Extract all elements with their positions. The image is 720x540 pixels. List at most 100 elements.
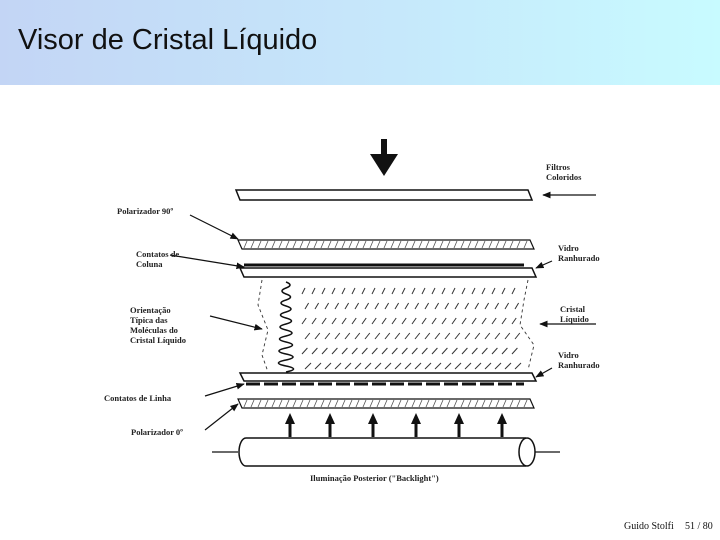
lc-molecule-dash xyxy=(514,302,520,310)
lc-molecule-dash xyxy=(451,317,457,325)
hatch-line xyxy=(467,240,472,249)
hatch-line xyxy=(509,240,514,249)
hatch-line xyxy=(292,240,297,249)
lc-molecule-dash xyxy=(301,347,308,355)
lc-molecule-dash xyxy=(491,347,498,355)
lc-molecule-dash xyxy=(464,362,472,370)
backlight-arrow-head xyxy=(325,413,335,424)
hatch-line xyxy=(362,399,367,408)
lc-molecule-dash xyxy=(361,287,366,295)
lc-molecule-dash xyxy=(341,347,348,355)
liquid-crystal-region xyxy=(257,279,535,373)
lc-molecule-dash xyxy=(404,332,411,340)
title-bar: Visor de Cristal Líquido xyxy=(0,0,720,85)
lc-molecule-dash xyxy=(504,302,510,310)
label-column-contacts: Contatos de Coluna xyxy=(136,249,180,269)
incident-light-arrow xyxy=(370,139,398,176)
lc-molecule-dash xyxy=(334,362,342,370)
lc-molecule-dash xyxy=(514,332,521,340)
backlight-arrow-head xyxy=(497,413,507,424)
backlight-arrows xyxy=(285,413,507,437)
lc-molecule-dash xyxy=(441,287,446,295)
hatch-line xyxy=(432,240,437,249)
lc-molecule-dash xyxy=(371,317,377,325)
lc-molecule-dash xyxy=(501,317,507,325)
label-polarizer-90: Polarizador 90º xyxy=(117,206,174,216)
lc-molecule-dash xyxy=(374,362,382,370)
lc-molecule-dash xyxy=(334,302,340,310)
hatch-line xyxy=(285,399,290,408)
lc-molecule-dash xyxy=(354,302,360,310)
lc-molecule-dash xyxy=(341,287,346,295)
lc-molecule-dash xyxy=(491,317,497,325)
hatch-line xyxy=(264,240,269,249)
hatch-line xyxy=(523,399,528,408)
backlight-arrow-shaft xyxy=(328,423,332,437)
lc-molecule-dash xyxy=(331,287,336,295)
hatch-line xyxy=(348,240,353,249)
lc-molecule-dash xyxy=(421,287,426,295)
hatch-line xyxy=(418,240,423,249)
lc-molecule-dash xyxy=(394,332,401,340)
lc-molecule-dash xyxy=(461,347,468,355)
lc-molecule-dash xyxy=(374,332,381,340)
grooved-glass-top xyxy=(238,263,538,278)
backlight-arrow-head xyxy=(454,413,464,424)
lc-molecule-dash xyxy=(411,347,418,355)
hatch-line xyxy=(299,399,304,408)
label-color-filters: Filtros Coloridos xyxy=(546,162,582,182)
hatch-line xyxy=(306,240,311,249)
hatch-line xyxy=(495,399,500,408)
lc-molecule-dash xyxy=(361,347,368,355)
hatch-line xyxy=(460,399,465,408)
hatch-line xyxy=(383,240,388,249)
lc-molecule-dash xyxy=(404,362,412,370)
lc-molecule-dash xyxy=(511,317,517,325)
hatch-line xyxy=(446,240,451,249)
hatch-line xyxy=(250,240,255,249)
lc-molecule-dash xyxy=(351,347,358,355)
footer-page-number: 51 / 80 xyxy=(685,521,713,532)
hatch-line xyxy=(327,399,332,408)
backlight-arrow-shaft xyxy=(500,423,504,437)
lc-molecule-dash xyxy=(481,287,486,295)
lc-molecule-dash xyxy=(494,332,501,340)
lc-molecule-dash xyxy=(314,302,320,310)
polarizer-90-layer xyxy=(237,239,535,250)
lc-molecule-dash xyxy=(431,287,436,295)
hatch-line xyxy=(348,399,353,408)
backlight-arrow-head xyxy=(411,413,421,424)
lc-molecule-dash xyxy=(504,362,512,370)
hatch-line xyxy=(362,240,367,249)
hatch-line xyxy=(390,399,395,408)
lc-molecule-dash xyxy=(301,287,306,295)
lc-molecule-dash xyxy=(304,302,310,310)
lc-molecule-dash xyxy=(431,317,437,325)
lc-molecule-dash xyxy=(381,287,386,295)
backlight-arrow-shaft xyxy=(457,423,461,437)
lc-molecule-dash xyxy=(374,302,380,310)
lc-molecule-dash xyxy=(414,332,421,340)
hatch-line xyxy=(257,399,262,408)
lc-molecule-dash xyxy=(424,302,430,310)
lc-molecule-dash xyxy=(474,362,482,370)
hatch-line xyxy=(523,240,528,249)
lc-molecule-dash xyxy=(351,287,356,295)
lc-molecule-dash xyxy=(444,302,450,310)
lc-molecule-dash xyxy=(494,302,500,310)
backlight-arrow-shaft xyxy=(414,423,418,437)
hatch-line xyxy=(397,240,402,249)
hatch-line xyxy=(467,399,472,408)
lc-molecule-dash xyxy=(391,287,396,295)
molecule-helix xyxy=(277,281,295,373)
lc-molecule-dash xyxy=(511,287,516,295)
hatch-line xyxy=(446,399,451,408)
hatch-line xyxy=(278,399,283,408)
lc-molecule-dash xyxy=(471,287,476,295)
lc-molecule-dash xyxy=(341,317,347,325)
lc-molecule-dash xyxy=(384,332,391,340)
hatch-line xyxy=(278,240,283,249)
hatch-line xyxy=(341,399,346,408)
lc-molecule-dash xyxy=(401,347,408,355)
hatch-line xyxy=(355,240,360,249)
